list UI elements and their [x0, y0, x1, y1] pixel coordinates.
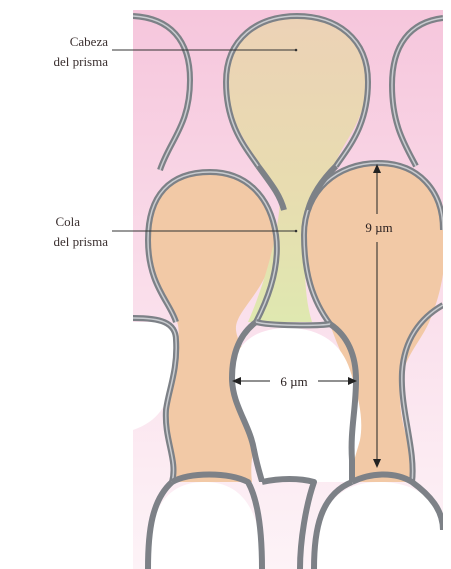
tail-label-line2: del prisma: [53, 234, 108, 249]
width-value: 6 µm: [280, 374, 307, 389]
tail-label-line1: Cola: [55, 214, 80, 229]
head-label-line2: del prisma: [53, 54, 108, 69]
height-value: 9 µm: [365, 220, 392, 235]
tail-leader-dot: [295, 230, 298, 233]
head-leader-dot: [295, 49, 298, 52]
head-label-line1: Cabeza: [70, 34, 108, 49]
